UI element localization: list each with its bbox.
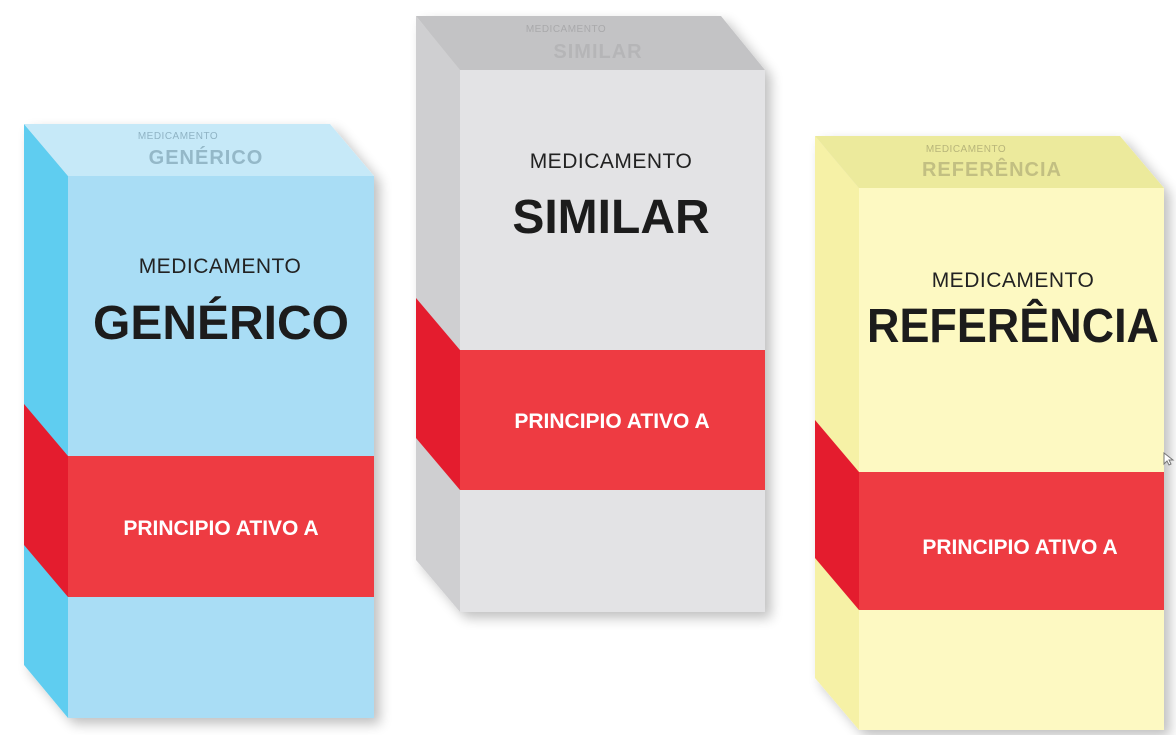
box-referencia-band-side bbox=[815, 420, 859, 610]
box-referencia-front-big: REFERÊNCIA bbox=[867, 298, 1159, 353]
box-referencia-band bbox=[859, 472, 1164, 610]
box-similar-band bbox=[460, 350, 765, 490]
box-generico-band-side bbox=[24, 404, 68, 597]
box-referencia: MEDICAMENTO REFERÊNCIA MEDICAMENTO REFER… bbox=[815, 136, 1164, 730]
box-referencia-front bbox=[859, 188, 1164, 730]
box-referencia-top bbox=[815, 136, 1164, 188]
box-generico-top-small: MEDICAMENTO bbox=[138, 131, 218, 142]
box-similar-front bbox=[460, 70, 765, 612]
box-similar-band-side bbox=[416, 298, 460, 490]
box-similar-top-big: SIMILAR bbox=[553, 41, 642, 63]
box-generico-band-label: PRINCIPIO ATIVO A bbox=[123, 517, 318, 540]
mouse-cursor-icon bbox=[1163, 452, 1175, 466]
box-generico-band bbox=[68, 456, 374, 597]
box-referencia-band-label: PRINCIPIO ATIVO A bbox=[922, 536, 1117, 559]
box-referencia-top-big: REFERÊNCIA bbox=[922, 157, 1062, 181]
box-generico-top-big: GENÉRICO bbox=[149, 146, 264, 169]
box-similar-top-small: MEDICAMENTO bbox=[526, 24, 606, 35]
box-generico-front-big: GENÉRICO bbox=[93, 296, 349, 350]
box-generico-front bbox=[68, 176, 374, 718]
box-similar: MEDICAMENTO SIMILAR MEDICAMENTO SIMILAR … bbox=[416, 16, 765, 612]
box-similar-front-big: SIMILAR bbox=[512, 191, 709, 244]
box-generico-front-small: MEDICAMENTO bbox=[139, 255, 302, 278]
box-similar-top bbox=[416, 16, 765, 70]
box-referencia-front-small: MEDICAMENTO bbox=[932, 269, 1095, 292]
box-generico-top bbox=[24, 124, 374, 176]
box-similar-front-small: MEDICAMENTO bbox=[530, 150, 693, 173]
box-generico: MEDICAMENTO GENÉRICO MEDICAMENTO GENÉRIC… bbox=[24, 124, 374, 718]
box-similar-band-label: PRINCIPIO ATIVO A bbox=[514, 410, 709, 433]
box-referencia-top-small: MEDICAMENTO bbox=[926, 144, 1006, 155]
